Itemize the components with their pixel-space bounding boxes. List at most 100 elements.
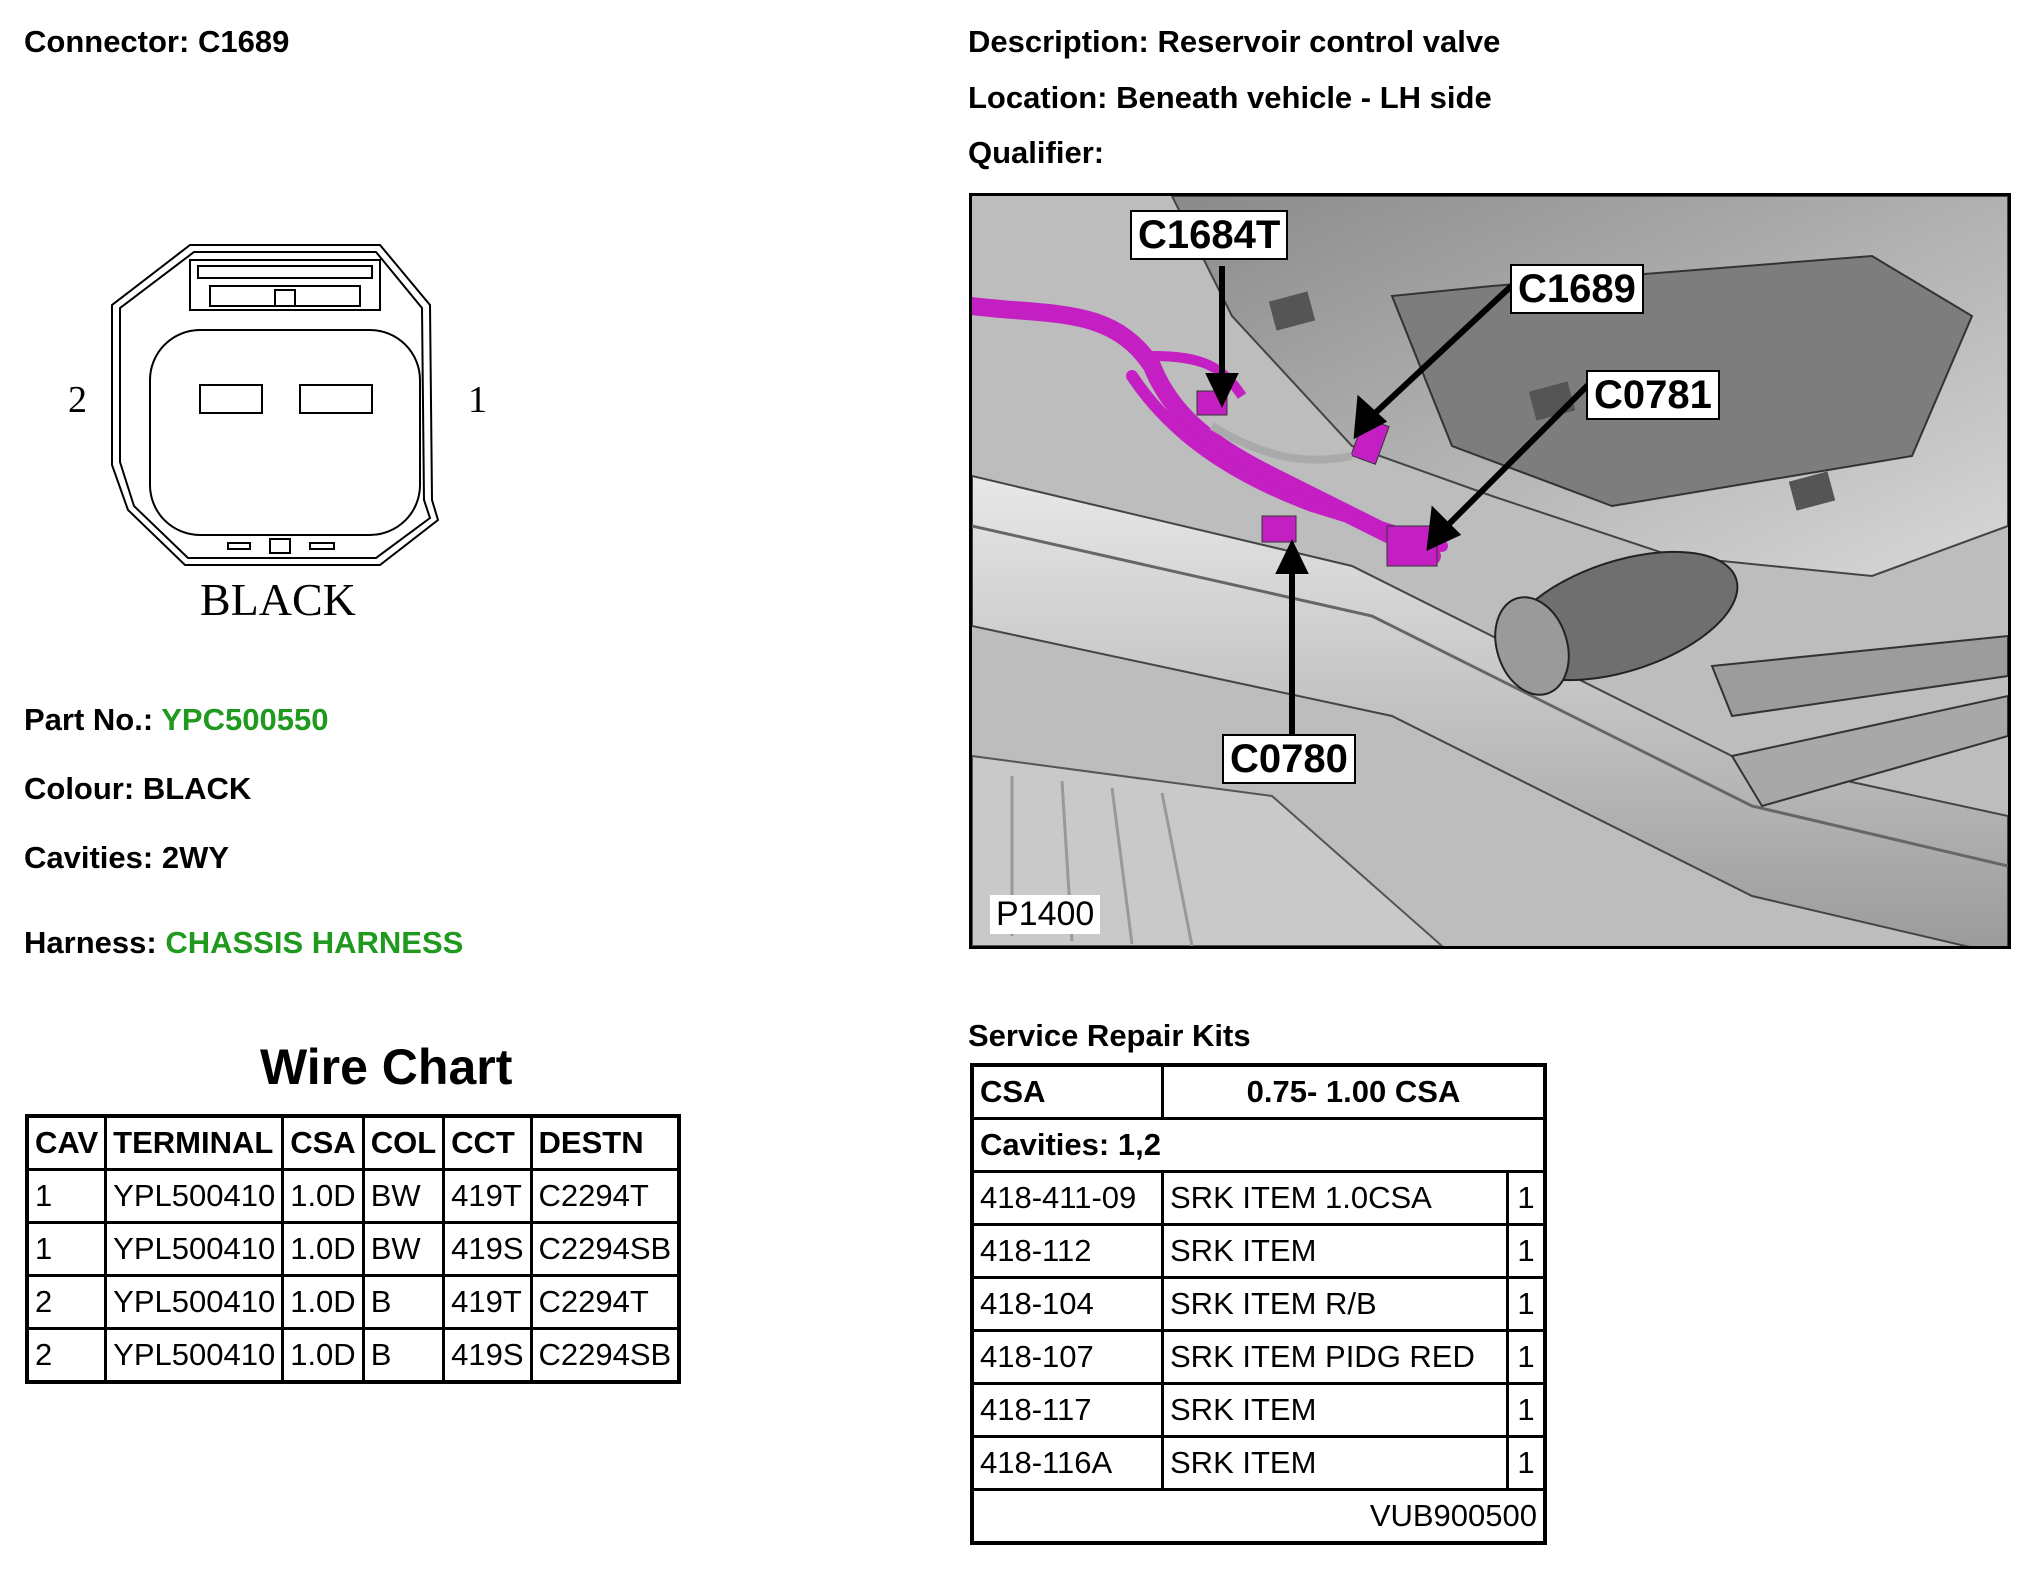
- table-row: 1 YPL500410 1.0D BW 419S C2294SB: [25, 1221, 681, 1277]
- vehicle-underside-illustration: [972, 196, 2008, 946]
- cct-cell: 419T: [442, 1274, 533, 1330]
- qualifier-line: Qualifier:: [968, 135, 1104, 171]
- part-no-label: Part No.:: [24, 702, 154, 737]
- srk-desc-cell: SRK ITEM R/B: [1161, 1276, 1509, 1332]
- csa-cell: 1.0D: [281, 1327, 365, 1384]
- part-no-link[interactable]: YPC500550: [161, 702, 329, 737]
- srk-part-cell: 418-112: [970, 1223, 1164, 1279]
- destn-cell: C2294T: [529, 1168, 681, 1224]
- table-row: 1 YPL500410 1.0D BW 419T C2294T: [25, 1168, 681, 1224]
- harness-link[interactable]: CHASSIS HARNESS: [165, 925, 464, 960]
- housing-colour-label: BLACK: [200, 574, 356, 625]
- part-no-line: Part No.: YPC500550: [24, 702, 328, 738]
- srk-cavities-cell: Cavities: 1,2: [970, 1117, 1547, 1173]
- table-row: 2 YPL500410 1.0D B 419S C2294SB: [25, 1327, 681, 1384]
- cavities-label: Cavities:: [24, 840, 154, 875]
- csa-cell: 1.0D: [281, 1274, 365, 1330]
- srk-desc-cell: SRK ITEM 1.0CSA: [1161, 1170, 1509, 1226]
- connector-label: Connector:: [24, 24, 190, 59]
- col-cell: BW: [361, 1168, 446, 1224]
- srk-table: CSA 0.75- 1.00 CSA Cavities: 1,2 418-411…: [970, 1063, 1547, 1545]
- location-value: Beneath vehicle - LH side: [1116, 80, 1492, 115]
- connector-line: Connector: C1689: [24, 24, 289, 60]
- srk-desc-cell: SRK ITEM: [1161, 1382, 1509, 1438]
- wire-chart-table: CAV TERMINAL CSA COL CCT DESTN 1 YPL5004…: [25, 1114, 682, 1384]
- srk-part-cell: 418-107: [970, 1329, 1164, 1385]
- terminal-cell: YPL500410: [104, 1168, 285, 1224]
- cav-cell: 1: [25, 1221, 108, 1277]
- pin-1-label: 1: [468, 379, 487, 421]
- destn-cell: C2294SB: [529, 1327, 681, 1384]
- header-cell: TERMINAL: [104, 1114, 285, 1171]
- harness-label: Harness:: [24, 925, 157, 960]
- srk-desc-cell: SRK ITEM: [1161, 1223, 1509, 1279]
- table-row: 418-112 SRK ITEM 1: [970, 1223, 1547, 1279]
- srk-footer-row: VUB900500: [970, 1488, 1547, 1545]
- header-cell: CAV: [25, 1114, 108, 1171]
- srk-title: Service Repair Kits: [968, 1018, 1251, 1053]
- csa-value-cell: 0.75- 1.00 CSA: [1161, 1063, 1547, 1120]
- table-row: 418-116A SRK ITEM 1: [970, 1435, 1547, 1491]
- terminal-cell: YPL500410: [104, 1274, 285, 1330]
- terminal-cell: YPL500410: [104, 1221, 285, 1277]
- srk-cavities-row: Cavities: 1,2: [970, 1117, 1547, 1173]
- srk-qty-cell: 1: [1506, 1329, 1547, 1385]
- header-cell: CSA: [281, 1114, 365, 1171]
- table-row: 418-104 SRK ITEM R/B 1: [970, 1276, 1547, 1332]
- cav-cell: 1: [25, 1168, 108, 1224]
- location-photo: C1684T C1689 C0781 C0780 P1400: [969, 193, 2011, 949]
- cct-cell: 419T: [442, 1168, 533, 1224]
- cavities-line: Cavities: 2WY: [24, 840, 229, 876]
- colour-line: Colour: BLACK: [24, 771, 251, 807]
- col-cell: B: [361, 1327, 446, 1384]
- col-cell: BW: [361, 1221, 446, 1277]
- srk-desc-cell: SRK ITEM: [1161, 1435, 1509, 1491]
- table-row: 418-411-09 SRK ITEM 1.0CSA 1: [970, 1170, 1547, 1226]
- terminal-cell: YPL500410: [104, 1327, 285, 1384]
- srk-part-cell: 418-411-09: [970, 1170, 1164, 1226]
- destn-cell: C2294SB: [529, 1221, 681, 1277]
- cct-cell: 419S: [442, 1327, 533, 1384]
- callout-c1689: C1689: [1510, 264, 1644, 314]
- description-value: Reservoir control valve: [1157, 24, 1501, 59]
- connector-value: C1689: [197, 24, 290, 59]
- csa-cell: 1.0D: [281, 1168, 365, 1224]
- srk-qty-cell: 1: [1506, 1276, 1547, 1332]
- connector-face-diagram: 2 1 BLACK: [68, 244, 487, 625]
- qualifier-label: Qualifier:: [968, 135, 1105, 170]
- srk-part-cell: 418-104: [970, 1276, 1164, 1332]
- cavities-value: 2WY: [161, 840, 230, 875]
- harness-line: Harness: CHASSIS HARNESS: [24, 925, 463, 961]
- header-cell: COL: [361, 1114, 446, 1171]
- description-label: Description:: [968, 24, 1149, 59]
- srk-part-cell: 418-116A: [970, 1435, 1164, 1491]
- colour-label: Colour:: [24, 771, 135, 806]
- table-row: 2 YPL500410 1.0D B 419T C2294T: [25, 1274, 681, 1330]
- callout-c1684t: C1684T: [1130, 210, 1289, 260]
- destn-cell: C2294T: [529, 1274, 681, 1330]
- photo-code: P1400: [990, 895, 1101, 934]
- srk-qty-cell: 1: [1506, 1435, 1547, 1491]
- srk-qty-cell: 1: [1506, 1170, 1547, 1226]
- description-line: Description: Reservoir control valve: [968, 24, 1500, 60]
- header-cell: CCT: [442, 1114, 533, 1171]
- srk-desc-cell: SRK ITEM PIDG RED: [1161, 1329, 1509, 1385]
- srk-part-cell: 418-117: [970, 1382, 1164, 1438]
- table-row: 418-107 SRK ITEM PIDG RED 1: [970, 1329, 1547, 1385]
- wire-chart-header-row: CAV TERMINAL CSA COL CCT DESTN: [25, 1114, 681, 1171]
- callout-c0780: C0780: [1222, 734, 1356, 784]
- callout-c0781: C0781: [1586, 370, 1720, 420]
- colour-value: BLACK: [142, 771, 252, 806]
- col-cell: B: [361, 1274, 446, 1330]
- srk-csa-row: CSA 0.75- 1.00 CSA: [970, 1063, 1547, 1120]
- cav-cell: 2: [25, 1327, 108, 1384]
- location-label: Location:: [968, 80, 1108, 115]
- srk-footer-cell: VUB900500: [970, 1488, 1547, 1545]
- wire-chart-title: Wire Chart: [260, 1039, 513, 1095]
- location-line: Location: Beneath vehicle - LH side: [968, 80, 1492, 116]
- cct-cell: 419S: [442, 1221, 533, 1277]
- table-row: 418-117 SRK ITEM 1: [970, 1382, 1547, 1438]
- header-cell: DESTN: [529, 1114, 681, 1171]
- srk-qty-cell: 1: [1506, 1223, 1547, 1279]
- csa-label-cell: CSA: [970, 1063, 1164, 1120]
